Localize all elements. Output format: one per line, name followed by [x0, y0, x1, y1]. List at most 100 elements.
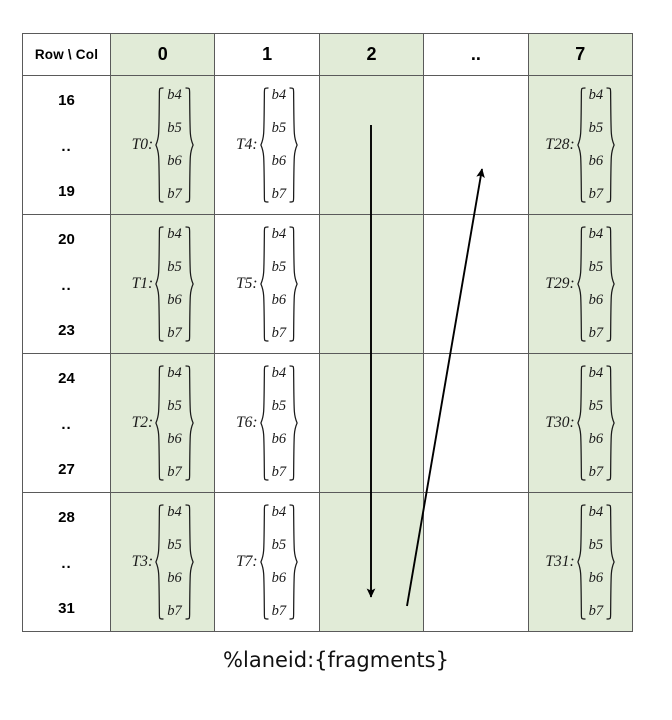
thread-fragment: T28: b4 b5 b6 b7 — [529, 76, 632, 214]
bit-item-b5: b5 — [167, 120, 182, 137]
bit-item-b6: b6 — [271, 570, 287, 587]
row-range-cell-3: 28..31 — [22, 492, 111, 632]
bit-item-b7: b7 — [588, 603, 604, 620]
brace-open-icon — [259, 365, 269, 481]
row-range-cell-2: 24..27 — [22, 353, 111, 493]
bit-item-b7: b7 — [167, 186, 182, 203]
fragment-cell-empty-r2-c2 — [318, 353, 425, 493]
row-range-start: 20 — [58, 231, 75, 248]
brace-open-icon — [155, 365, 164, 481]
thread-label: T5: — [236, 275, 258, 292]
header-corner-row-col: Row \ Col — [22, 33, 111, 76]
bit-item-b7: b7 — [271, 603, 287, 620]
bit-item-b4: b4 — [167, 504, 182, 520]
row-range-cell-1: 20.. 23 — [22, 214, 111, 354]
thread-label: T1: — [131, 275, 154, 292]
bit-item-b4: b4 — [271, 365, 287, 381]
brace-open-icon — [155, 504, 164, 620]
bit-item-b7: b7 — [588, 186, 604, 203]
row-range-end: 27 — [58, 461, 75, 478]
bit-item-b4: b4 — [271, 226, 287, 242]
row-range-cell-0: 16..19 — [22, 75, 111, 215]
row-range-end: 31 — [58, 600, 75, 617]
bit-item-b4: b4 — [588, 365, 604, 381]
bit-item-b7: b7 — [271, 325, 287, 342]
brace-close-icon — [289, 365, 298, 481]
bit-item-b7: b7 — [167, 325, 182, 342]
bit-item-b7: b7 — [588, 325, 604, 342]
bit-item-b6: b6 — [167, 153, 182, 170]
bit-item-b5: b5 — [588, 120, 604, 137]
bit-item-b4: b4 — [167, 87, 182, 103]
fragment-cell-empty-r3-c2 — [318, 492, 425, 632]
brace-close-icon — [606, 365, 615, 481]
brace-open-icon — [576, 504, 586, 620]
bit-item-b6: b6 — [588, 153, 604, 170]
thread-label: T6: — [236, 414, 258, 431]
bit-item-b6: b6 — [271, 431, 287, 448]
bit-item-b7: b7 — [167, 603, 182, 620]
fragment-cell-empty-r1-c2 — [318, 214, 425, 354]
brace-open-icon — [259, 87, 269, 203]
bit-item-b5: b5 — [271, 259, 287, 276]
table-header: Row \ Col 0 1 2 .. 7 — [22, 33, 633, 76]
bit-item-b6: b6 — [588, 292, 604, 309]
header-col-ellipsis: .. — [423, 33, 529, 76]
thread-label: T28: — [545, 136, 575, 153]
thread-label: T3: — [131, 553, 154, 570]
row-range-label: 24..27 — [23, 354, 110, 492]
row-range-dots: .. — [61, 137, 72, 155]
bit-item-b6: b6 — [167, 570, 182, 587]
row-range-end: 19 — [58, 183, 75, 200]
bit-item-b5: b5 — [588, 259, 604, 276]
brace-close-icon — [289, 87, 298, 203]
header-col-2: 2 — [318, 33, 425, 76]
bit-item-b5: b5 — [167, 398, 182, 415]
brace-open-icon — [576, 87, 586, 203]
row-range-start: 28 — [58, 509, 75, 526]
bit-item-b4: b4 — [588, 87, 604, 103]
brace-open-icon — [155, 87, 164, 203]
bit-item-b4: b4 — [588, 504, 604, 520]
bit-item-b6: b6 — [271, 153, 287, 170]
brace-close-icon — [185, 504, 194, 620]
row-range-end: 23 — [58, 322, 75, 339]
brace-close-icon — [606, 504, 615, 620]
row-range-dots: .. — [61, 276, 72, 294]
brace-close-icon — [289, 226, 298, 342]
figure-caption: %laneid:{fragments} — [223, 648, 449, 672]
header-row: Row \ Col 0 1 2 .. 7 — [22, 33, 633, 76]
bit-item-b6: b6 — [167, 431, 182, 448]
brace-open-icon — [576, 226, 586, 342]
bit-item-b4: b4 — [167, 365, 182, 381]
bit-item-b4: b4 — [271, 87, 287, 103]
bit-item-b6: b6 — [588, 431, 604, 448]
bit-item-b7: b7 — [271, 186, 287, 203]
fragment-cell-empty-r1-c3 — [423, 214, 529, 354]
row-range-dots: .. — [61, 415, 72, 433]
